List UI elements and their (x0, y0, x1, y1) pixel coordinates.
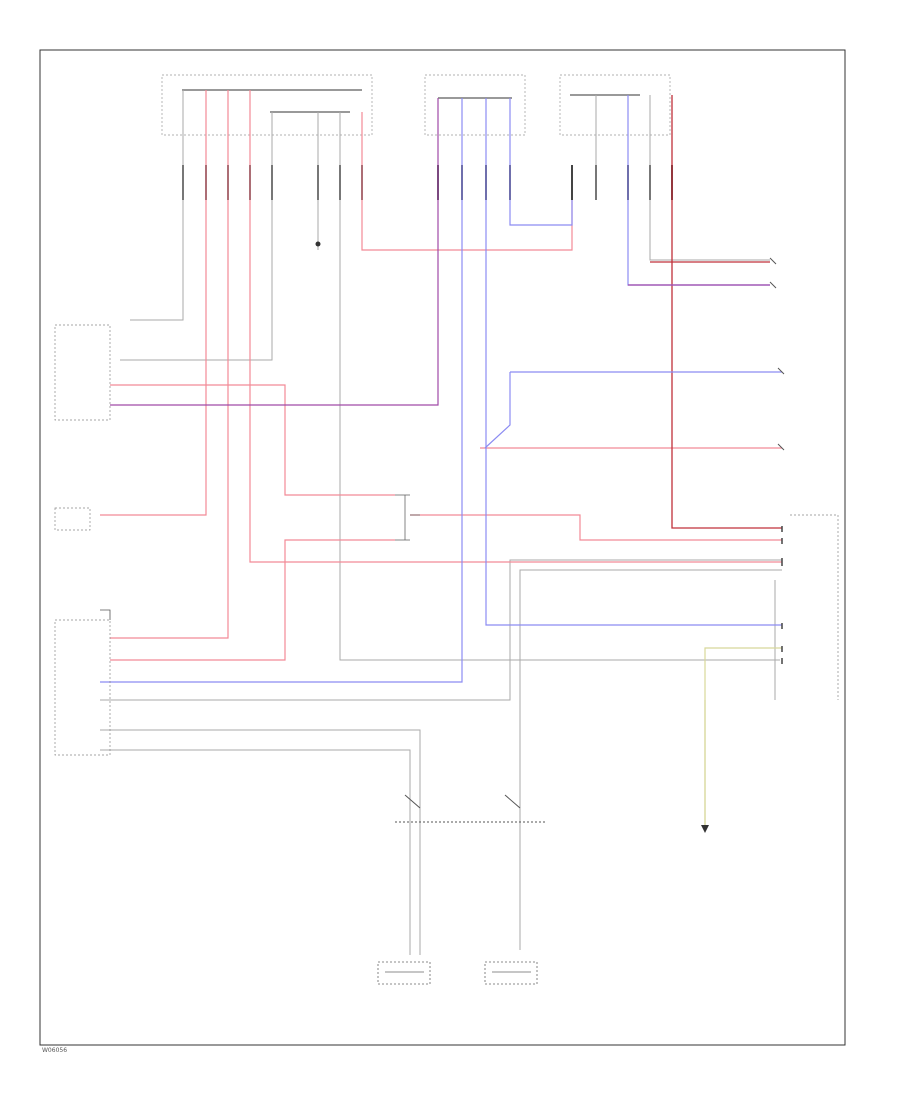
wheel-speed-sensor-left (377, 961, 431, 985)
joint-connector (395, 494, 420, 541)
right-junction-connector (559, 74, 671, 136)
instrument-cluster-connector (790, 514, 839, 700)
park-brake-module (54, 619, 111, 756)
ground-point (701, 700, 709, 833)
wires-yellow (704, 647, 782, 830)
figure-code: W06056 (42, 1047, 67, 1054)
junction-dot (315, 241, 321, 247)
wires-blue (100, 95, 782, 683)
center-junction-connector (424, 74, 526, 136)
engine-coolant-sensor (54, 507, 91, 531)
engine-ecm-connector (161, 74, 373, 136)
connector-pins-top (182, 165, 673, 200)
diagram-frame (39, 49, 846, 1046)
transmission-range-sensor (777, 367, 785, 451)
wires-gray (100, 90, 782, 955)
wires-purple (110, 98, 770, 406)
wires-dark-red (650, 95, 782, 529)
wheel-speed-sensor-right (484, 961, 538, 985)
wires-red (100, 90, 782, 661)
engine-control-module (54, 324, 111, 421)
mass-airflow-sensor (769, 257, 777, 289)
